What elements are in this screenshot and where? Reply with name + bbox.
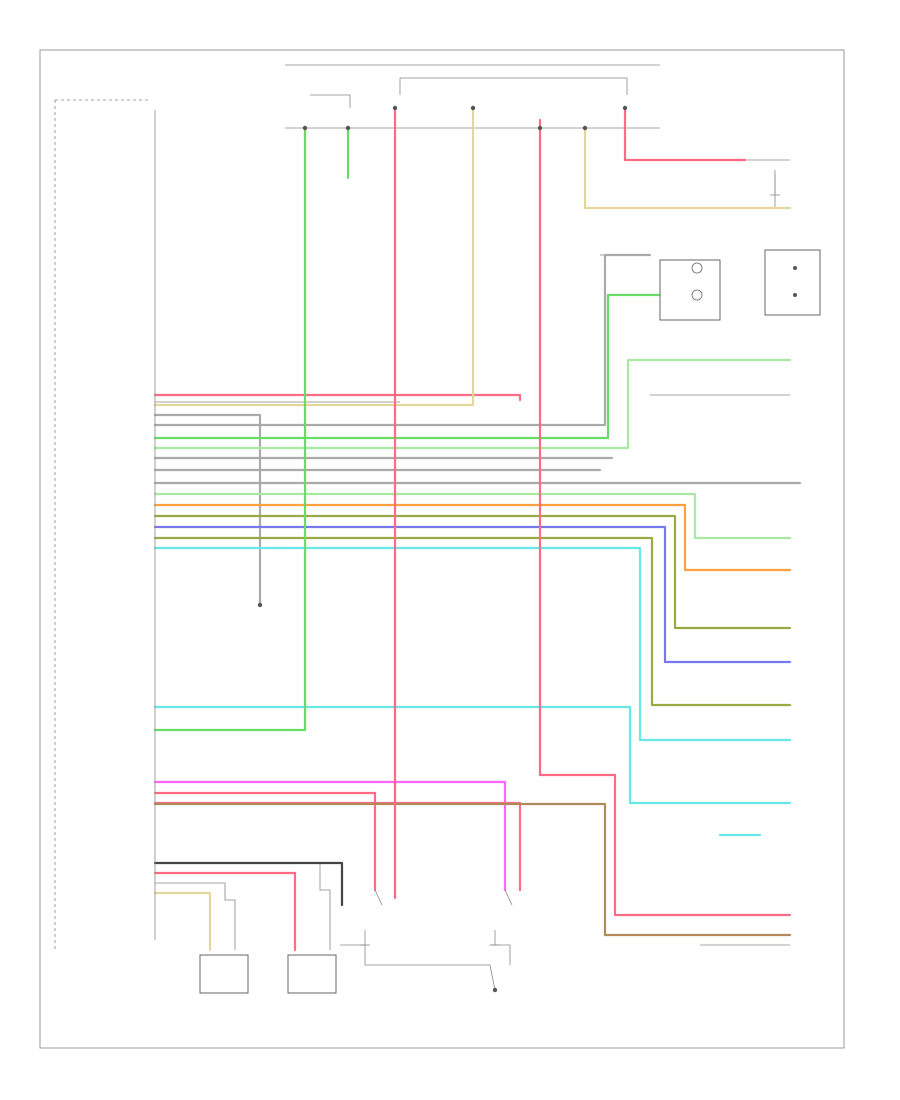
passenger-belt-switch-icon [360,889,383,946]
wire-green-4 [153,293,662,440]
fixed-elements [54,99,797,950]
splice-dot-4 [492,987,498,993]
wire-gray-3 [153,253,652,427]
wire-red-22 [538,118,792,917]
wire-olive-13 [153,536,792,707]
wire-red-19 [153,801,522,892]
thin-line-10 [745,175,776,209]
components [199,249,821,994]
wire-lgreen-9 [153,492,792,540]
splice-dot-2 [622,105,628,111]
wire-black-29 [153,861,344,907]
thin-line-13 [155,862,331,950]
splice-dot-5 [302,125,308,131]
wire-red-24 [623,106,747,162]
satellite-radio-module [764,249,821,316]
wire-pink-17 [153,780,507,892]
wire-red-0 [153,393,522,402]
wire-cyan-15 [153,705,792,805]
driver-belt-switch-icon [490,889,513,946]
thin-line-15 [490,944,511,965]
wire-green-16 [153,126,307,732]
thin-line-16 [489,964,496,991]
wire-cyan-14 [153,546,792,742]
splice-dot-7 [582,125,588,131]
wire-red-26 [153,871,297,952]
wire-brown-20 [153,802,792,937]
wire-gray-2 [153,413,262,607]
wire-lgreen-5 [153,358,792,450]
rear-seat-entertainment [659,259,721,321]
driver-seat-switch [199,954,249,994]
connector-icon [793,293,797,297]
thin-line-5 [310,94,351,108]
splice-dot-3 [257,602,263,608]
wire-tan-27 [153,891,212,952]
splice-dot-0 [470,105,476,111]
thin-line-14 [340,944,490,966]
splice-dot-1 [392,105,398,111]
thin-lines [155,64,790,991]
wire-tan-23 [583,126,792,210]
connector-icon [793,266,797,270]
wire-blue-12 [153,525,792,664]
diagram-frame [39,49,845,1049]
wire-olive-11 [153,514,792,630]
splice-dot-6 [345,125,351,131]
ground-icon [770,170,780,196]
wire-red-18 [153,791,377,892]
wires [153,106,802,952]
wire-orange-10 [153,503,792,572]
wire-tan-1 [153,106,475,407]
splice-dot-8 [537,125,543,131]
connection-dots [257,105,628,993]
thin-line-12 [155,882,236,950]
connector-icon [691,289,703,301]
passenger-seat-switch [287,954,337,994]
connector-icon [691,262,703,274]
